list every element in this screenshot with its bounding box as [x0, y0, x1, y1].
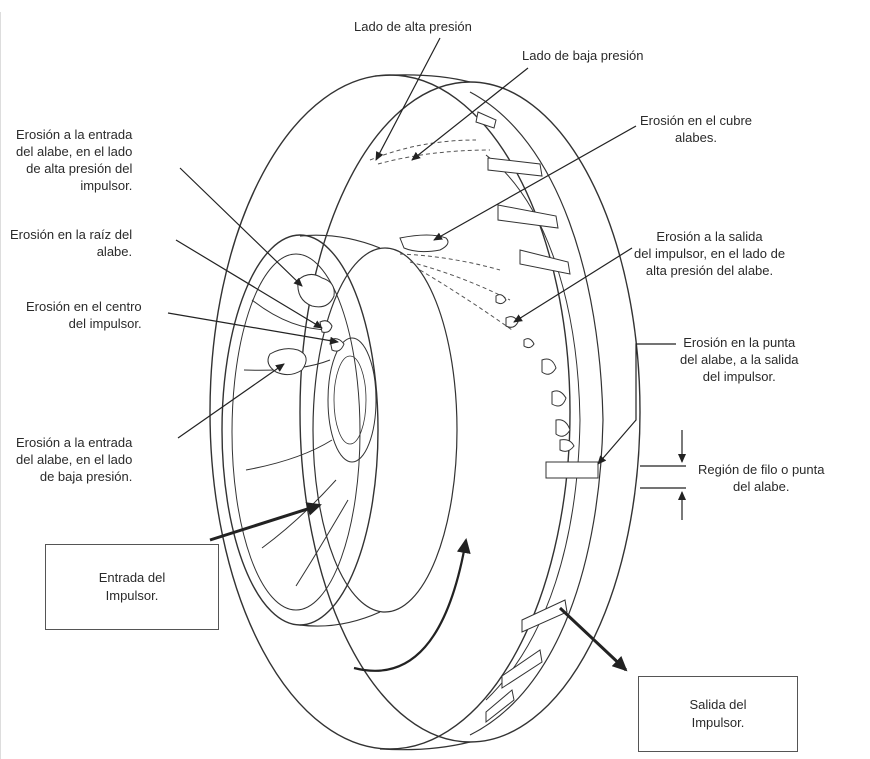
dashed-vane-lines — [369, 139, 513, 331]
outer-ring-bottom — [379, 741, 471, 751]
hub-shaft — [327, 337, 377, 463]
inlet-eye-inner — [231, 253, 361, 611]
arrow-lado-baja — [411, 67, 529, 161]
label-lado-baja-presion: Lado de baja presión — [522, 48, 644, 63]
outer-ring-top — [374, 74, 471, 83]
rim-inner-curve — [469, 91, 604, 736]
hub-shaft-inner — [333, 355, 367, 445]
label-erosion-centro: Erosión en el centro del impulsor. — [26, 299, 142, 331]
rim-vane-slots — [475, 111, 599, 724]
blade-tip-region-marker — [640, 430, 686, 520]
outer-ring-back — [299, 81, 641, 743]
label-region-filo: Región de filo o punta del alabe. — [698, 462, 825, 494]
label-erosion-cubre: Erosión en el cubre alabes. — [640, 113, 753, 145]
leader-lines — [167, 125, 676, 465]
hub-back — [312, 247, 458, 613]
outer-ring-front — [209, 74, 571, 750]
outlet-flow-arrow — [558, 606, 628, 672]
label-erosion-entrada-baja: Erosión a la entrada del alabe, en el la… — [16, 435, 133, 484]
rotation-arrow — [353, 538, 471, 672]
hub-top — [299, 234, 381, 249]
inlet-flow-arrow — [209, 502, 322, 542]
arrow-lado-alta — [375, 37, 441, 161]
label-erosion-raiz: Erosión en la raíz del alabe. — [10, 227, 133, 259]
label-erosion-entrada-alta: Erosión a la entrada del alabe, en el la… — [16, 127, 133, 193]
label-lado-alta-presion: Lado de alta presión — [354, 19, 472, 34]
box-salida-impulsor: Salida del Impulsor. — [638, 676, 798, 752]
erosion-patches — [267, 234, 575, 452]
box-entrada-impulsor: Entrada del Impulsor. — [45, 544, 219, 630]
label-erosion-salida-alta: Erosión a la salida del impulsor, en el … — [634, 229, 786, 278]
hub-bottom — [299, 611, 381, 627]
label-erosion-punta: Erosión en la punta del alabe, a la sali… — [680, 335, 799, 384]
